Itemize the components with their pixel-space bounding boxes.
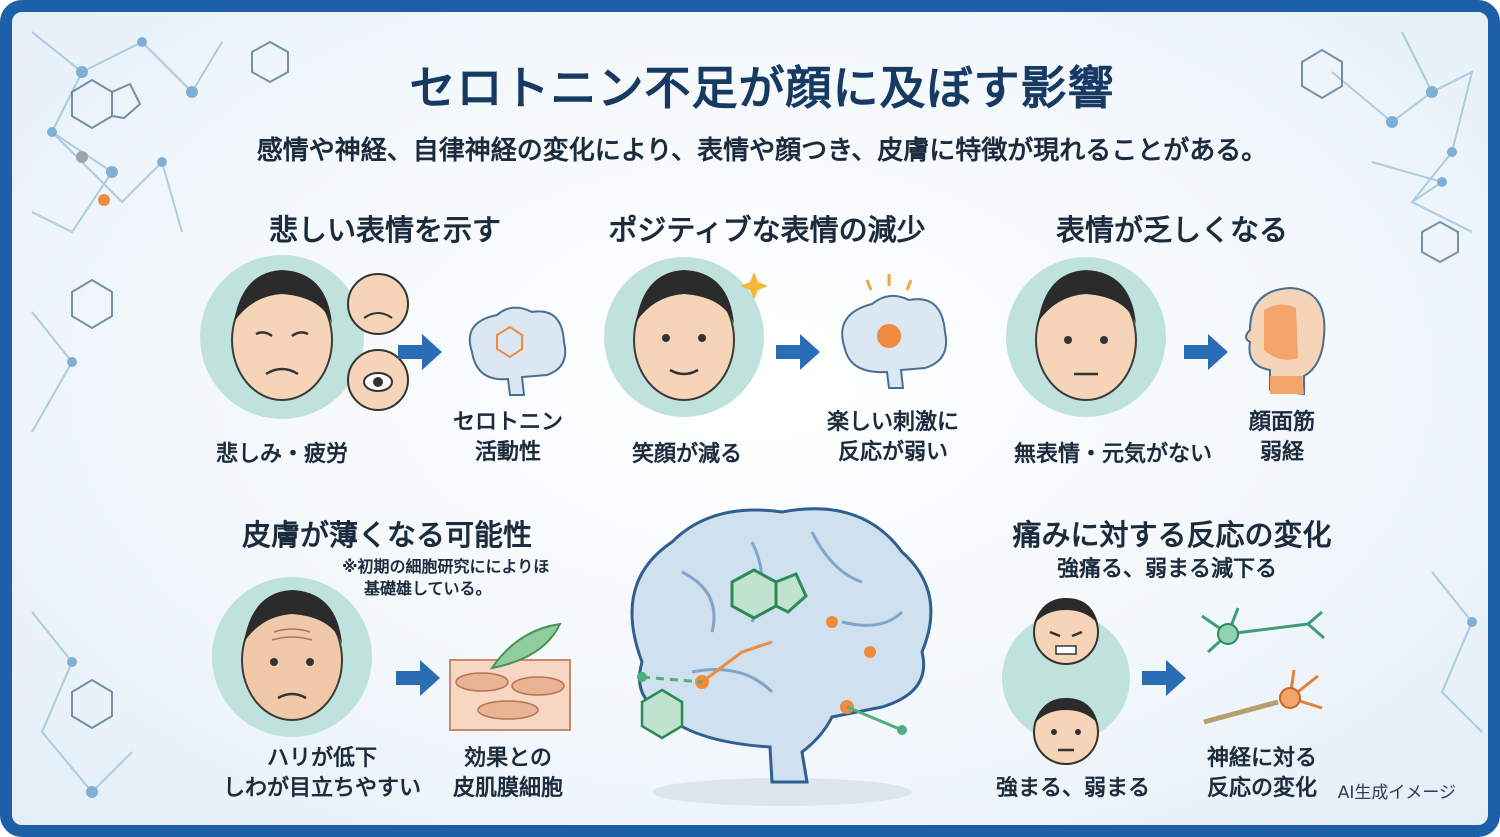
neuron-icon [1201,607,1325,725]
pain-right-caption-2: 反応の変化 [1206,776,1317,801]
skin-left-caption-1: ハリが低下 [266,746,377,771]
expressionless-face-illustration [1006,257,1166,417]
sad-right-caption-1: セロトニン [452,410,563,435]
skin-note-line-2: 基礎雄している。 [364,579,492,598]
sad-left-caption: 悲しみ・疲労 [215,442,348,467]
positive-right-caption-2: 反応が弱い [837,440,948,465]
page-subtitle: 感情や神経、自律神経の変化により、表情や顔つき、皮膚に特徴が現れることがある。 [256,136,1268,166]
flat-right-caption-1: 顔面筋 [1248,410,1315,435]
brain-stimulus-icon [841,274,947,389]
skin-right-caption-1: 効果との [464,746,552,771]
arrow-right-icon [398,334,442,370]
pain-faces-illustration [1002,598,1130,765]
sad-section-title: 悲しい表情を示す [268,213,501,247]
central-brain-illustration [630,507,933,806]
background-network-decoration [31,31,1483,798]
sad-right-caption-2: 活動性 [474,440,541,465]
arrow-right-icon [1184,334,1228,370]
arrow-right-icon [1142,660,1186,696]
pain-left-caption: 強まる、弱まる [995,776,1150,801]
skin-left-caption-2: しわが目立ちやすい [222,776,421,801]
facial-muscle-icon [1245,286,1326,396]
skin-note-line-1: ※初期の細胞研究にによりほ [342,557,550,576]
arrow-right-icon [396,660,440,696]
ai-generated-badge: AI生成イメージ [1337,783,1456,803]
skin-right-caption-2: 皮肌膜細胞 [452,776,563,801]
aged-face-illustration [212,577,372,737]
neutral-smile-face-illustration [604,257,768,417]
pain-section-title: 痛みに対する反応の変化 [1012,518,1332,552]
sad-face-illustration [200,255,409,419]
brain-molecule-icon [468,306,567,396]
skin-cell-layer-icon [449,622,571,731]
flat-section-title: 表情が乏しくなる [1055,213,1288,247]
skin-section-title: 皮膚が薄くなる可能性 [241,518,532,552]
page-title: セロトニン不足が顔に及ぼす影響 [409,61,1115,115]
flat-right-caption-2: 弱経 [1259,440,1304,465]
flat-left-caption: 無表情・元気がない [1013,442,1212,467]
positive-section-title: ポジティブな表情の減少 [608,213,926,247]
positive-left-caption: 笑顔が減る [631,442,742,467]
pain-subtitle: 強痛る、弱まる減下る [1056,557,1277,582]
positive-right-caption-1: 楽しい刺激に [826,410,959,435]
pain-right-caption-1: 神経に対る [1206,746,1317,771]
arrow-right-icon [776,334,820,370]
